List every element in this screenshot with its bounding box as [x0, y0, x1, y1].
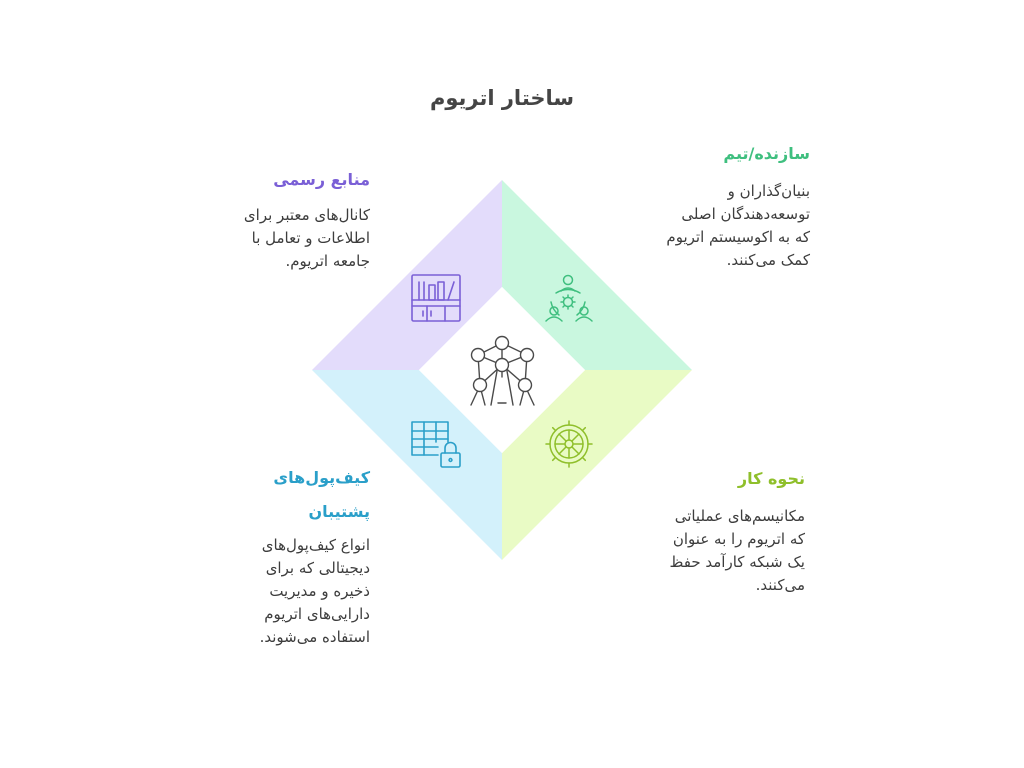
- section-text-line: یک شبکه کارآمد حفظ: [669, 553, 805, 571]
- section-text-line: مکانیسم‌های عملیاتی: [674, 507, 805, 525]
- quadrant-bottom-right: [502, 370, 692, 560]
- section-text-line: می‌کنند.: [755, 576, 805, 594]
- section-text-line: کمک می‌کنند.: [726, 251, 810, 269]
- section-heading: منابع رسمی: [273, 170, 370, 189]
- diagram-title: ساختار اتریوم: [429, 86, 575, 110]
- section-text-line: بنیان‌گذاران و: [727, 182, 810, 200]
- quadrant-bottom-left: [312, 370, 502, 560]
- section-text-line: جامعه اتریوم.: [285, 252, 370, 270]
- section-heading: کیف‌پول‌های: [273, 468, 370, 487]
- section-text-line: اطلاعات و تعامل با: [251, 229, 370, 247]
- section-text-line: کانال‌های معتبر برای: [243, 206, 370, 224]
- section-text-line: توسعه‌دهندگان اصلی: [681, 205, 810, 223]
- section-creator-team: سازنده/تیم بنیان‌گذاران و توسعه‌دهندگان …: [630, 142, 810, 272]
- section-heading: سازنده/تیم: [723, 144, 810, 163]
- quadrant-top-left: [312, 180, 502, 370]
- section-text-line: که اتریوم را به عنوان: [672, 530, 805, 548]
- section-text-line: دیجیتالی که برای: [265, 559, 370, 577]
- quadrant-top-right: [502, 180, 692, 370]
- section-text-line: انواع کیف‌پول‌های: [261, 536, 370, 554]
- atomium-structure-icon: [470, 335, 535, 406]
- gear-icon: [545, 420, 593, 468]
- section-official-sources: منابع رسمی کانال‌های معتبر برای اطلاعات …: [210, 168, 370, 273]
- bookshelf-icon: [411, 274, 461, 322]
- section-text-line: دارایی‌های اتریوم: [264, 605, 370, 623]
- section-supported-wallets: کیف‌پول‌های پشتیبان انواع کیف‌پول‌های دی…: [220, 466, 370, 649]
- section-how-it-works: نحوه کار مکانیسم‌های عملیاتی که اتریوم ر…: [630, 467, 805, 597]
- team-gear-icon: [545, 274, 593, 322]
- section-heading: پشتیبان: [308, 502, 370, 521]
- section-heading: نحوه کار: [737, 469, 805, 488]
- section-text-line: استفاده می‌شوند.: [259, 628, 370, 646]
- table-lock-icon: [411, 421, 461, 468]
- section-text-line: که به اکوسیستم اتریوم: [666, 228, 810, 246]
- section-text-line: ذخیره و مدیریت: [269, 582, 370, 600]
